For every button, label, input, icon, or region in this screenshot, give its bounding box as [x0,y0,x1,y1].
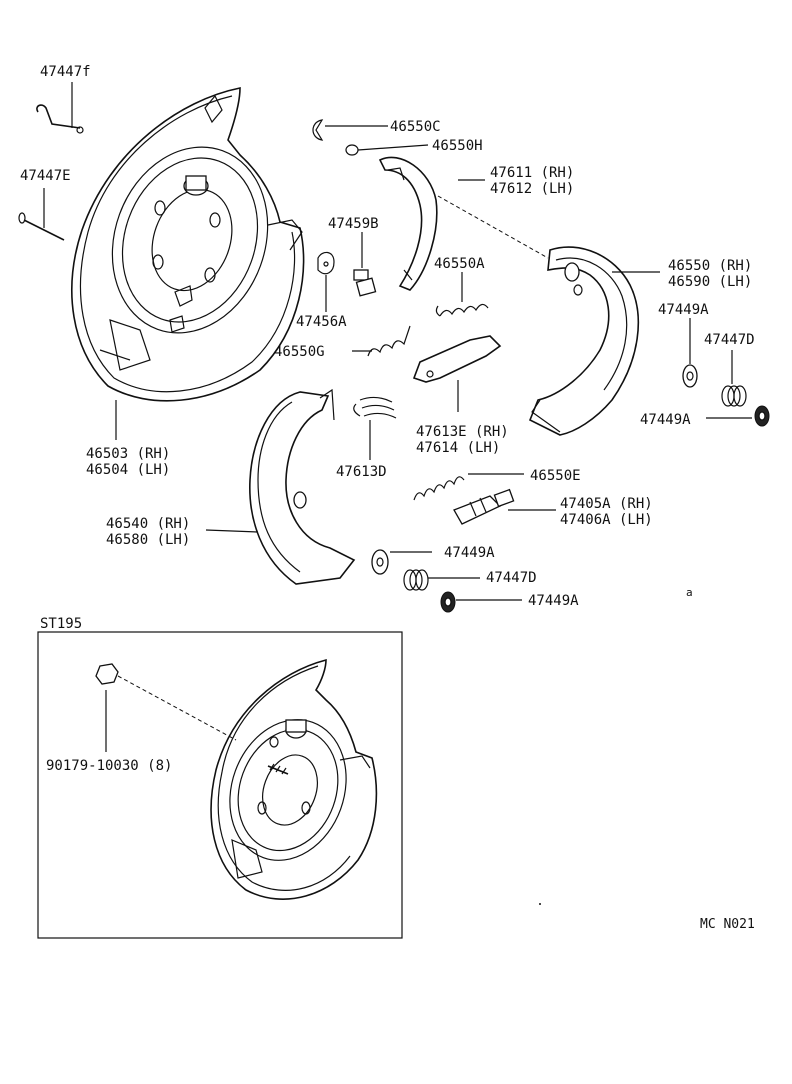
shoe-46550-illustration [528,246,640,436]
label-46580: 46580 (LH) [106,532,190,548]
label-46550g: 46550G [274,344,325,360]
washer-46550h-illustration [345,144,359,156]
label-47611: 47611 (RH) [490,165,574,181]
label-90179: 90179-10030 (8) [46,758,172,774]
nut-90179-illustration [95,663,119,685]
inset-title: ST195 [40,616,82,632]
clip-46550c-illustration [312,119,324,141]
label-46550c: 46550C [390,119,441,135]
pin-47447e-illustration [18,212,65,241]
label-47449a-3: 47449A [444,545,495,561]
label-47449a-2: 47449A [640,412,691,428]
label-47449a-1: 47449A [658,302,709,318]
shoe-46540-illustration [249,388,356,585]
label-47447d-1: 47447D [704,332,755,348]
part-labels: 47447f 47447E 46550C 46550H 47611 (RH) 4… [20,64,755,609]
spring-47447d-lower-illustration [403,569,429,591]
spring-46550g-illustration [367,325,411,357]
label-47613d: 47613D [336,464,387,480]
label-47613e: 47613E (RH) [416,424,509,440]
adjuster-47405a-illustration [453,488,515,525]
label-47447f: 47447f [40,64,91,80]
washer-47449a-right-illustration [682,364,698,388]
spring-46550a-illustration [435,303,489,317]
label-47449a-4: 47449A [528,593,579,609]
label-46550: 46550 (RH) [668,258,752,274]
label-46550e: 46550E [530,468,581,484]
label-47614: 47614 (LH) [416,440,500,456]
stray-mark: a [686,586,693,599]
leader-lines [43,82,752,601]
stray-dot [539,903,541,905]
clip-47447f-illustration [36,104,84,134]
label-46504: 46504 (LH) [86,462,170,478]
label-46550h: 46550H [432,138,483,154]
label-46550a: 46550A [434,256,485,272]
inset-frame [37,631,403,939]
inset-backing-plate-illustration [210,658,378,900]
label-46503: 46503 (RH) [86,446,170,462]
label-47405a: 47405A (RH) [560,496,653,512]
label-47459b: 47459B [328,216,379,232]
footer-code: MC N021 [700,917,755,932]
label-47456a: 47456A [296,314,347,330]
label-47406a: 47406A (LH) [560,512,653,528]
label-47612: 47612 (LH) [490,181,574,197]
cap-47449a-lower-illustration [440,591,456,613]
spring-47447d-right-illustration [721,385,747,407]
label-47447e: 47447E [20,168,71,184]
label-46540: 46540 (RH) [106,516,190,532]
backing-plate-illustration [71,87,305,402]
label-46590: 46590 (LH) [668,274,752,290]
plate-47456a-illustration [317,251,335,275]
lever-47613e-illustration [412,335,502,383]
washer-47449a-lower-illustration [371,549,389,575]
label-47447d-2: 47447D [486,570,537,586]
shoe-47611-illustration [378,156,438,291]
spring-46550e-illustration [413,476,465,501]
inset-st195: ST195 90179-10030 (8) [37,616,541,939]
bolt-47459b-illustration [353,269,377,297]
spring-47613d-illustration [353,396,397,419]
cap-47449a-right-illustration [754,405,770,427]
